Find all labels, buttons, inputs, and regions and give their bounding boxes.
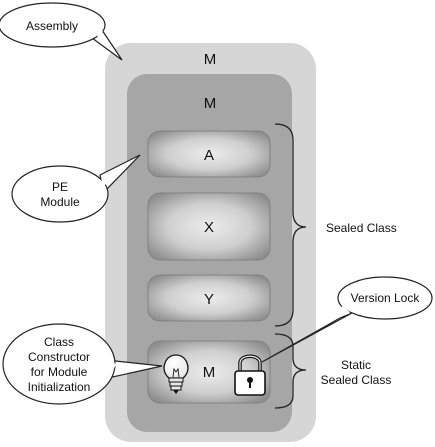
class-constructor-callout-line-3: for Module [31,365,88,379]
class-constructor-callout-line-4: Initialization [28,380,91,394]
class-box-x: X [147,192,271,261]
version-lock-callout: Version Lock [261,276,433,363]
version-lock-callout-text: Version Lock [351,291,421,305]
static-class-box-label: M [203,364,216,381]
pe-module-callout-line-2: Module [40,195,80,209]
inner-container-label: M [204,95,217,112]
sealed-class-brace: Sealed Class [274,123,397,327]
pe-module-callout: PE Module [11,154,141,223]
class-box-a-label: A [204,147,214,164]
pe-module-callout-line-1: PE [52,180,68,194]
class-constructor-callout-line-1: Class [44,335,74,349]
outer-container-label: M [204,51,217,68]
sealed-class-label: Sealed Class [326,221,397,235]
light-bulb-icon [163,354,189,394]
class-constructor-callout-line-2: Constructor [28,350,90,364]
static-sealed-class-brace: Static Sealed Class [274,333,392,409]
class-box-a: A [147,130,271,178]
class-box-y: Y [147,274,271,322]
class-box-y-label: Y [204,291,214,308]
padlock-icon [234,354,266,396]
assembly-callout-text: Assembly [26,19,78,33]
class-constructor-callout: Class Constructor for Module Initializat… [2,323,163,405]
static-sealed-class-label-line-2: Sealed Class [321,373,392,387]
static-sealed-class-label-line-1: Static [341,358,371,372]
class-box-x-label: X [204,219,214,236]
assembly-callout: Assembly [0,2,123,61]
